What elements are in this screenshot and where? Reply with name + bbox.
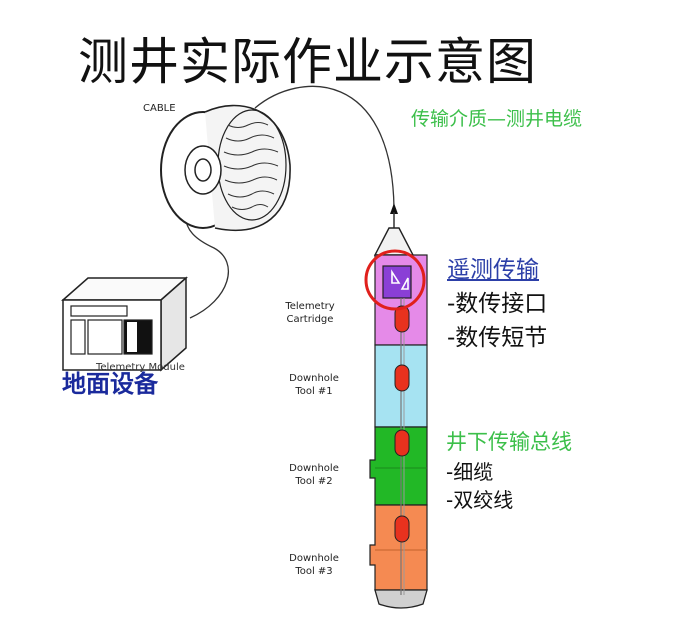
highlight-circle: [364, 249, 426, 311]
page-title: 测井实际作业示意图: [78, 33, 537, 91]
downhole-bus-title: 井下传输总线: [446, 430, 572, 454]
telemetry-title: 遥测传输: [447, 257, 539, 283]
telemetry-module-label: Telemetry Module: [96, 362, 185, 373]
surface-equipment-label: 地面设备: [62, 370, 158, 398]
arrow-up-icon: [390, 203, 398, 214]
tool-string: [369, 203, 428, 609]
downhole-bus-item: -双绞线: [446, 488, 514, 512]
cable-label: CABLE: [143, 103, 176, 114]
downhole-bus-item: -细缆: [446, 460, 494, 484]
surface-unit-icon: [61, 276, 188, 372]
telemetry-item: -数传接口: [447, 291, 548, 317]
transmission-medium-label: 传输介质—测井电缆: [411, 108, 583, 130]
cable-line: [254, 85, 395, 209]
cable-reel-icon: [160, 104, 291, 232]
telemetry-item: -数传短节: [447, 325, 548, 351]
interface-box: [382, 265, 412, 299]
